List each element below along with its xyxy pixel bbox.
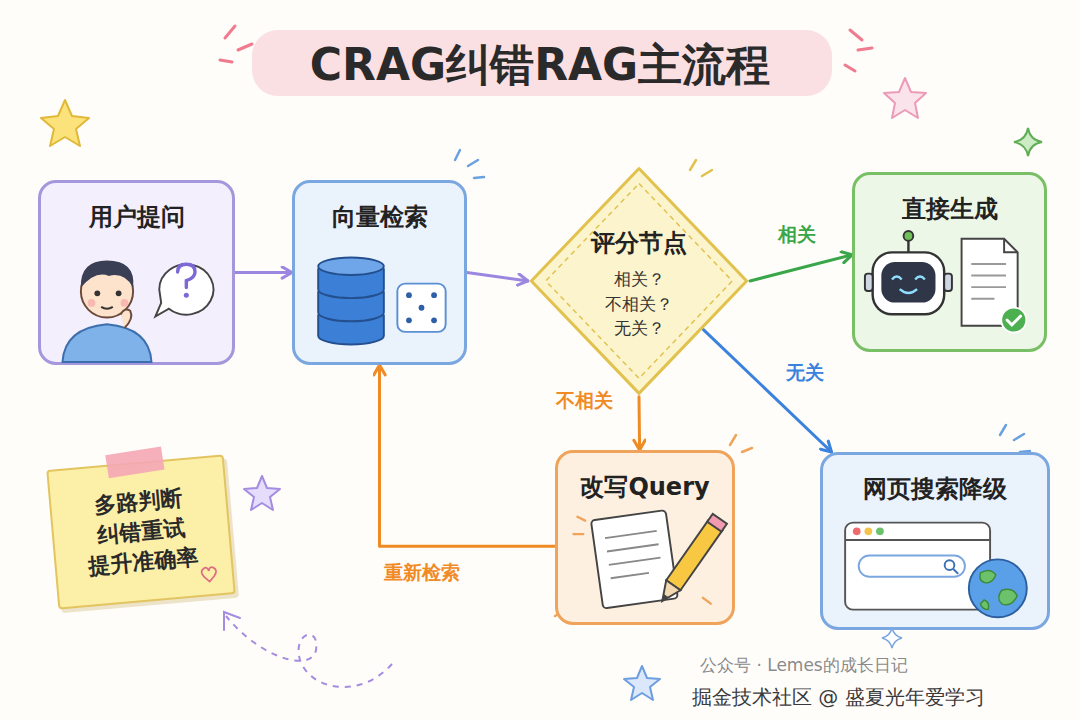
- sparkle-marks: [220, 26, 252, 62]
- question-box: 用户提问: [38, 180, 235, 365]
- web-search-box: 网页搜索降级: [820, 452, 1050, 630]
- dashed-doodle: [226, 616, 392, 687]
- star: [884, 78, 926, 118]
- sparkle-marks: [845, 30, 872, 71]
- flow-arrow: [467, 273, 528, 281]
- note-text: 多路判断 纠错重试 提升准确率: [82, 483, 199, 581]
- flow-arrow: [380, 365, 556, 546]
- node-title: 向量检索: [332, 201, 428, 233]
- node-body: 相关？不相关？ 无关？: [605, 267, 673, 341]
- node-title: 用户提问: [89, 201, 185, 233]
- edge-label: 不相关: [556, 388, 613, 414]
- sparkle: [1014, 128, 1042, 156]
- sparkle-marks: [1000, 425, 1030, 452]
- rewrite-box: 改写Query: [555, 450, 735, 625]
- star: [41, 100, 89, 146]
- sparkle: [882, 628, 902, 648]
- retrieval-box: 向量检索: [292, 180, 467, 365]
- node-title: 改写Query: [580, 471, 709, 503]
- watermark: 公众号 · Lemes的成长日记: [700, 654, 908, 677]
- flow-arrow: [235, 271, 292, 274]
- star: [244, 476, 280, 510]
- node-title: 网页搜索降级: [863, 473, 1007, 505]
- edge-label: 重新检索: [384, 560, 460, 586]
- sticky-note: 多路判断 纠错重试 提升准确率: [46, 455, 236, 610]
- node-title: 评分节点: [591, 227, 687, 259]
- edge-label: 无关: [786, 360, 824, 386]
- watermark: 掘金技术社区 @ 盛夏光年爱学习: [692, 684, 985, 711]
- decision-diamond: 评分节点相关？不相关？ 无关？: [528, 165, 750, 397]
- flow-arrow: [638, 397, 642, 450]
- star: [624, 666, 660, 700]
- flow-arrow: [703, 330, 831, 452]
- generate-box: 直接生成: [852, 172, 1047, 352]
- doodle-arrowhead: [224, 612, 240, 630]
- node-title: 直接生成: [902, 193, 998, 225]
- flow-arrow: [750, 255, 852, 281]
- sparkle-marks: [730, 435, 752, 452]
- sparkle-marks: [455, 150, 484, 178]
- sparkle-marks: [690, 160, 712, 176]
- diagram-title: CRAG纠错RAG主流程: [0, 36, 1080, 95]
- edge-label: 相关: [778, 222, 816, 248]
